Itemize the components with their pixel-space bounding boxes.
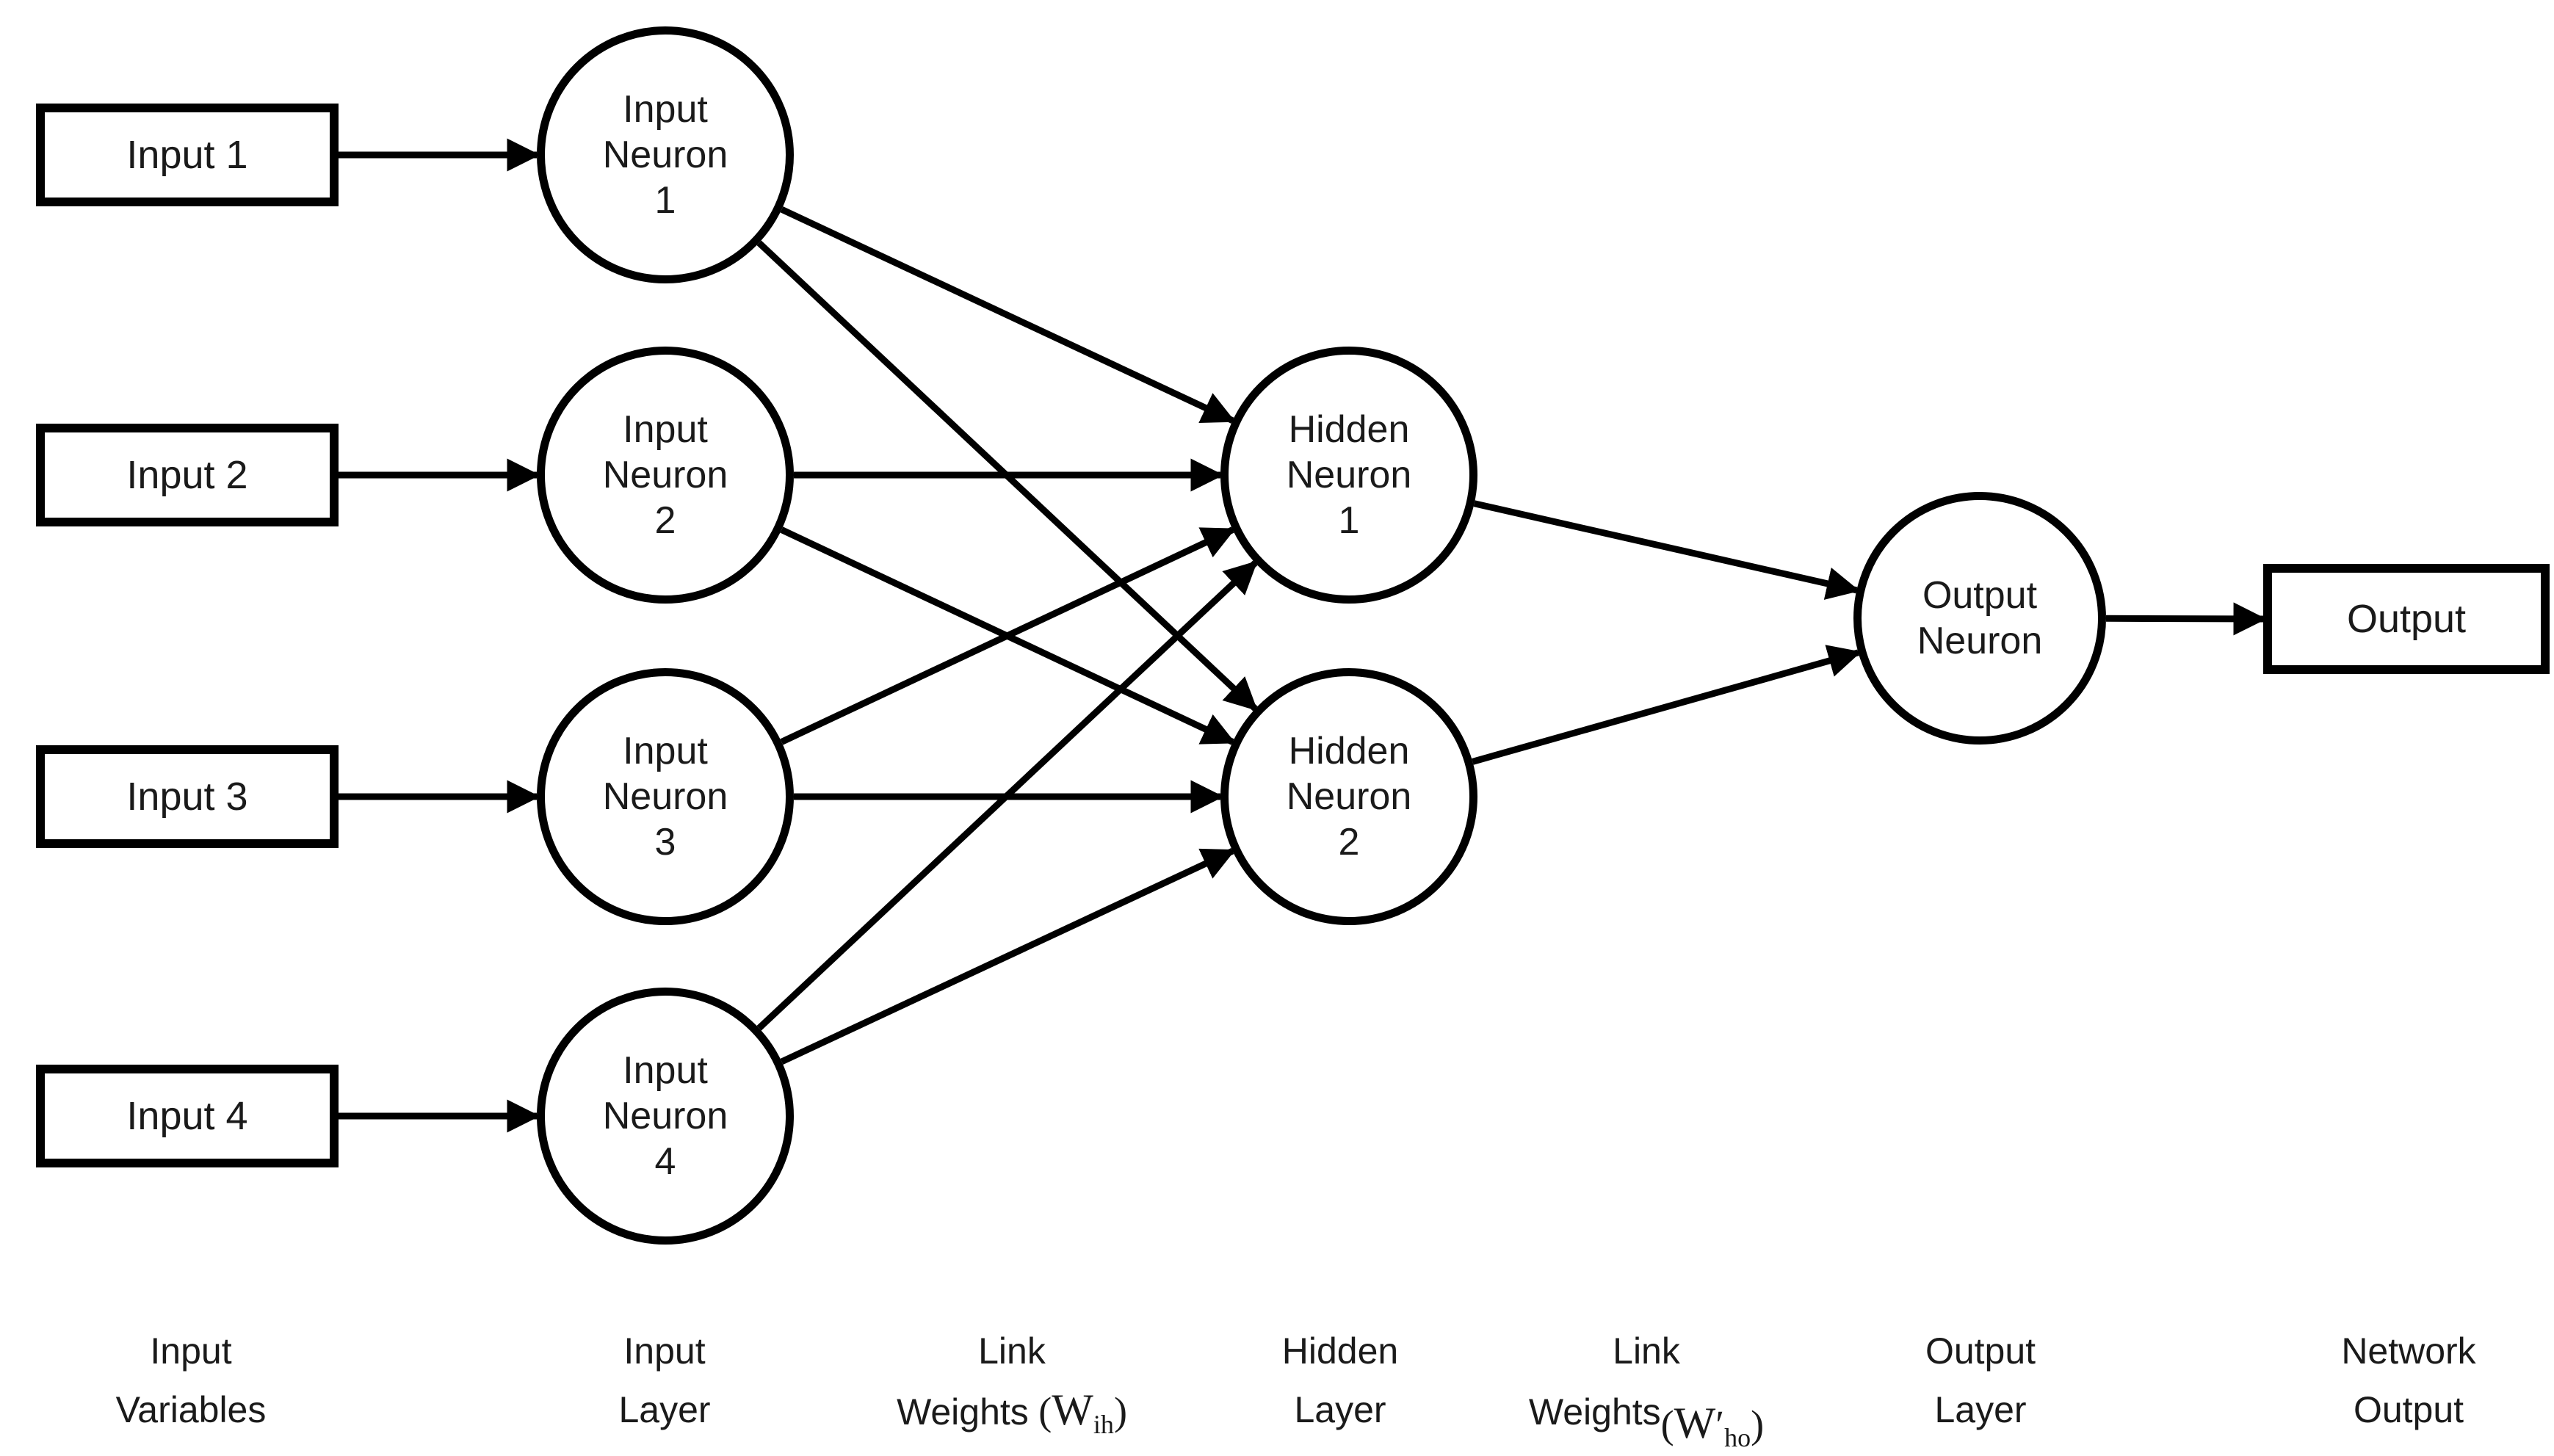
node-label-line: Input	[623, 88, 708, 131]
weight-symbol-ih: (Wih)	[1028, 1386, 1127, 1439]
column-label-line2: Layer	[1925, 1380, 2036, 1439]
node-label-line: Output	[1922, 574, 2038, 617]
edge-input-neuron-4-to-hidden-neuron-2	[780, 848, 1236, 1065]
column-label-line2: Layer	[1282, 1380, 1398, 1439]
node-label-line: Neuron	[1286, 775, 1412, 818]
formula-base: W	[1052, 1386, 1093, 1434]
column-label-line2-text: Weights	[897, 1391, 1029, 1433]
column-label-line2-text: Weights	[1528, 1391, 1661, 1433]
node-label-line: Neuron	[1286, 454, 1412, 496]
node-label-line: Neuron	[602, 1095, 728, 1137]
node-label-line: Input	[623, 408, 708, 451]
node-output-box: Output	[2263, 564, 2550, 674]
node-label-line: Input 3	[126, 775, 248, 819]
column-label-line2-text: Variables	[115, 1389, 267, 1430]
node-label-line: Output	[2346, 597, 2467, 641]
formula-close: )	[1113, 1389, 1127, 1433]
formula-sub: ho	[1724, 1422, 1751, 1452]
formula-open: (	[1660, 1402, 1674, 1446]
column-label-line2-text: Layer	[1934, 1389, 2027, 1430]
formula-close: )	[1751, 1402, 1765, 1446]
node-label-line: Neuron	[602, 775, 728, 818]
column-label-line1: Hidden	[1281, 1330, 1399, 1372]
node-label-line: Input 2	[126, 453, 248, 497]
edge-output-neuron-to-output-box	[2105, 602, 2267, 636]
node-input-box-2: Input 2	[36, 424, 339, 526]
edge-input-neuron-1-to-hidden-neuron-1	[780, 206, 1236, 424]
edge-input-neuron-4-to-hidden-neuron-1	[756, 560, 1258, 1031]
node-label-line: 4	[654, 1140, 676, 1183]
column-label-line1: Link	[1613, 1330, 1680, 1372]
column-label-line2: Output	[2341, 1380, 2475, 1439]
formula-base: W	[1674, 1399, 1716, 1447]
column-label-line2-text: Layer	[1294, 1389, 1386, 1430]
node-input-box-3: Input 3	[36, 745, 339, 848]
column-label-line1: Output	[1925, 1330, 2036, 1372]
column-label-line1: Input	[150, 1330, 232, 1372]
node-label-line: Input 4	[126, 1094, 248, 1138]
edge-hidden-neuron-1-to-output-neuron	[1473, 500, 1860, 600]
column-label-line2-text: Layer	[618, 1389, 711, 1430]
node-label-line: Hidden	[1288, 408, 1410, 451]
node-input-box-4: Input 4	[36, 1065, 339, 1167]
column-label-line1: Link	[978, 1330, 1046, 1372]
column-label-line2: Weights (Wih)	[897, 1380, 1127, 1454]
node-label-line: 3	[654, 821, 676, 863]
column-label-line2-text: Output	[2353, 1389, 2464, 1430]
node-label-line: Neuron	[602, 134, 728, 176]
node-label-line: 1	[654, 179, 676, 222]
node-label-line: Input	[623, 1049, 708, 1092]
node-label-line: 1	[1338, 499, 1360, 542]
node-label-line: Input	[623, 730, 708, 772]
node-label-line: 2	[1338, 821, 1360, 863]
formula-sub: ih	[1093, 1409, 1114, 1439]
column-label-line2: Weights (W′ho)	[1529, 1380, 1764, 1454]
weight-symbol-ho: (W′ho)	[1661, 1394, 1764, 1456]
edge-hidden-neuron-2-to-output-neuron	[1472, 645, 1862, 765]
column-label-line1: Network	[2341, 1330, 2476, 1372]
formula-open: (	[1028, 1389, 1052, 1433]
node-label-line: Input 1	[126, 133, 248, 177]
formula-prime: ′	[1715, 1402, 1725, 1446]
node-label-line: Neuron	[602, 454, 728, 496]
node-label-line: 2	[654, 499, 676, 542]
column-label-line2: Variables	[116, 1380, 267, 1439]
column-label-line2: Layer	[618, 1380, 710, 1439]
edge-input-neuron-3-to-hidden-neuron-1	[780, 526, 1236, 745]
node-label-line: Hidden	[1288, 730, 1410, 772]
column-label-line1: Input	[623, 1330, 706, 1372]
node-input-box-1: Input 1	[36, 104, 339, 206]
node-label-line: Neuron	[1917, 620, 2043, 662]
